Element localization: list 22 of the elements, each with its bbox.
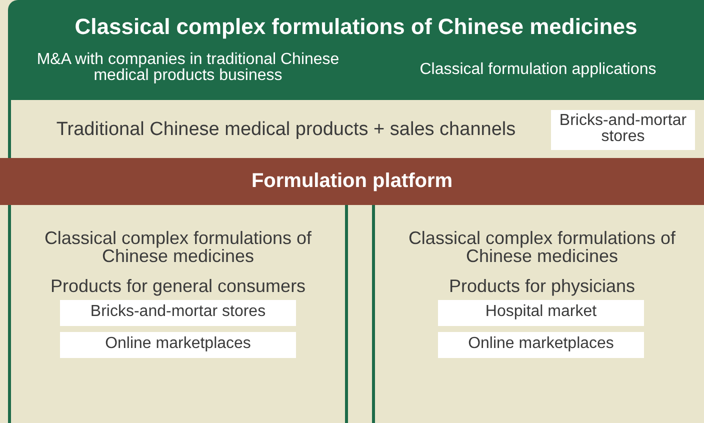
channel-label: Online marketplaces [467,336,615,352]
business-text: Classical formulation applications [418,62,658,78]
business-text: M&A with companies in traditional Chinese medical products business [36,52,340,84]
channel-box [438,332,644,358]
formulation-text: Classical complex formulations of Chinese medicines [43,229,313,265]
channel-label: Bricks-and-mortar stores [558,113,688,145]
channel-box [438,300,644,326]
channel-box [551,110,695,150]
platform-title: Formulation platform [250,171,454,191]
product-type-text: Products for general consumers [49,277,307,295]
formulation-text: Classical complex formulations of Chinese medicines [407,229,677,265]
product-column [8,205,348,423]
channel-label: Bricks-and-mortar stores [89,304,267,320]
channel-label: Online marketplaces [104,336,252,352]
category-text: Traditional Chinese medical products + sales channels [55,120,517,139]
heading-title: Classical complex formulations of Chinese medicines [74,16,638,38]
channel-box [60,332,296,358]
product-type-text: Products for physicians [448,277,636,295]
platform-band [0,158,704,205]
channel-box [60,300,296,326]
heading-band [8,0,704,100]
channel-label: Hospital market [484,304,598,320]
